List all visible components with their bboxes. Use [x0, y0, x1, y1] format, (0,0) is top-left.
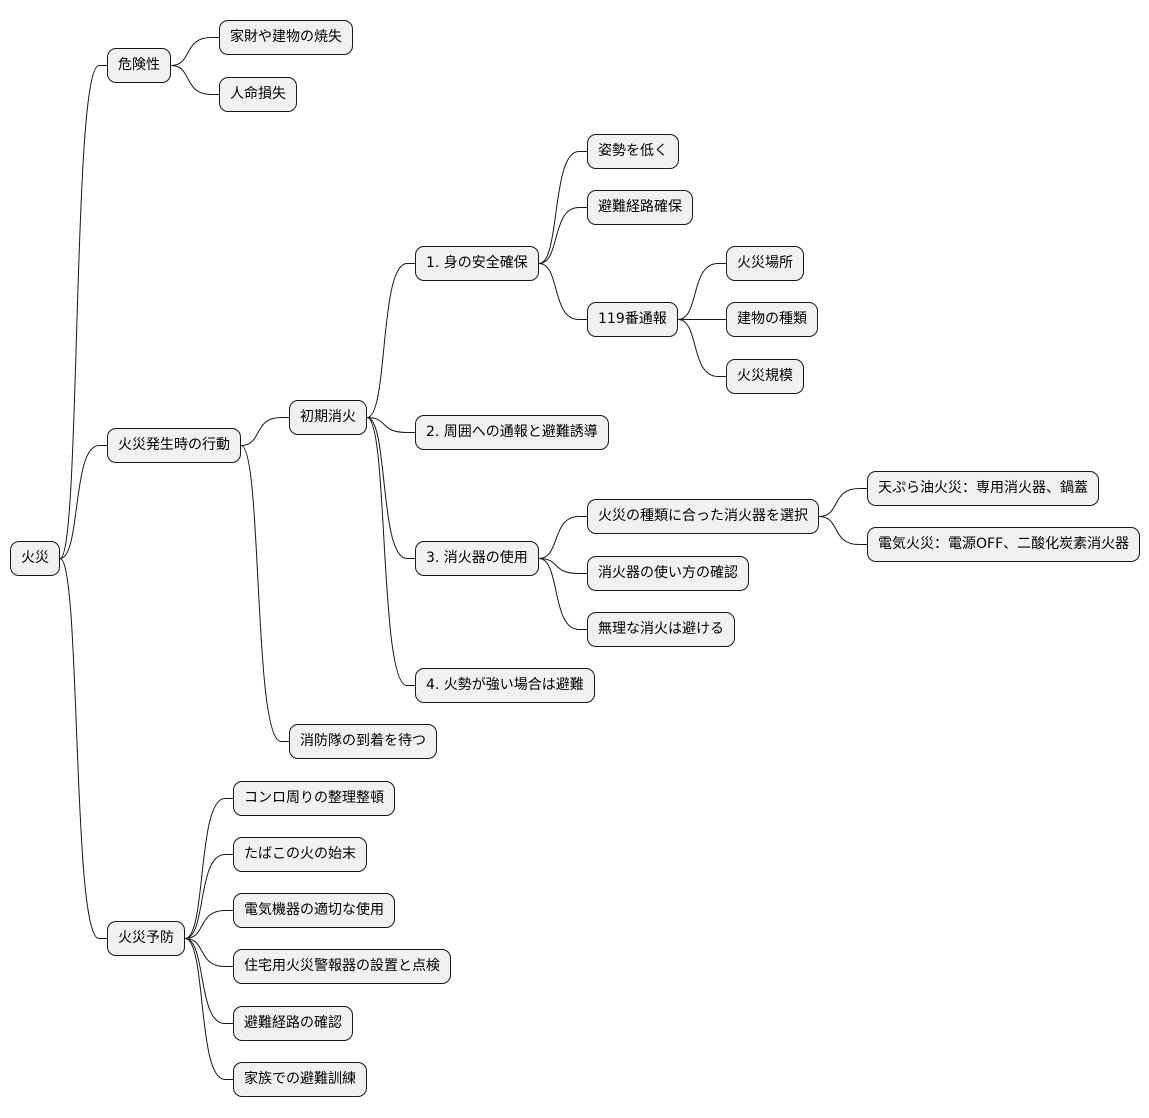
connector-line: [59, 65, 107, 559]
node-initial-extinguish: 初期消火: [289, 400, 367, 435]
connector-line: [538, 207, 587, 264]
connector-line: [366, 417, 415, 433]
node-extinguisher-use: 3. 消火器の使用: [415, 541, 539, 576]
node-prevention: 火災予防: [107, 921, 185, 956]
connector-line: [538, 558, 587, 630]
node-call-fire-scale: 火災規模: [726, 359, 804, 394]
node-wait-firefighters: 消防隊の到着を待つ: [289, 724, 437, 759]
connector-line: [59, 445, 107, 559]
connector-line: [184, 938, 233, 967]
connector-line: [677, 263, 726, 320]
connector-line: [184, 938, 233, 1024]
connector-line: [677, 319, 726, 377]
node-safety: 1. 身の安全確保: [415, 246, 539, 281]
node-call-location: 火災場所: [726, 246, 804, 281]
node-avoid-overreach: 無理な消火は避ける: [587, 612, 735, 647]
connector-line: [184, 854, 233, 939]
node-evacuate-strong-fire: 4. 火勢が強い場合は避難: [415, 668, 595, 703]
node-call-119: 119番通報: [587, 302, 678, 337]
connector-line: [184, 938, 233, 1080]
connector-line: [538, 516, 587, 559]
connector-line: [240, 445, 289, 742]
node-prevention-alarm: 住宅用火災警報器の設置と点検: [233, 949, 451, 984]
connector-line: [59, 558, 107, 939]
node-safety-low-posture: 姿勢を低く: [587, 134, 679, 169]
connector-line: [184, 910, 233, 939]
connector-line: [184, 798, 233, 939]
connector-line: [818, 516, 867, 545]
connector-line: [538, 263, 587, 320]
node-electric-fire: 電気火災：電源OFF、二酸化炭素消火器: [867, 527, 1141, 562]
connector-line: [538, 151, 587, 264]
node-danger-property-loss: 家財や建物の焼失: [219, 20, 353, 55]
node-prevention-electric: 電気機器の適切な使用: [233, 893, 395, 928]
connector-line: [170, 65, 219, 95]
connector-line: [170, 37, 219, 66]
node-oil-fire: 天ぷら油火災：専用消火器、鍋蓋: [867, 471, 1099, 506]
node-safety-escape-route: 避難経路確保: [587, 190, 693, 225]
node-call-building-type: 建物の種類: [726, 302, 818, 337]
connector-line: [366, 417, 415, 686]
node-prevention-drill: 家族での避難訓練: [233, 1062, 367, 1097]
node-select-extinguisher: 火災の種類に合った消火器を選択: [587, 499, 819, 534]
node-danger-life-loss: 人命損失: [219, 77, 297, 112]
connector-line: [240, 417, 289, 446]
node-danger: 危険性: [107, 48, 171, 83]
node-prevention-route-check: 避難経路の確認: [233, 1006, 353, 1041]
connector-line: [366, 263, 415, 418]
node-check-usage: 消火器の使い方の確認: [587, 556, 749, 591]
node-prevention-cigarette: たばこの火の始末: [233, 837, 367, 872]
node-response: 火災発生時の行動: [107, 428, 241, 463]
connector-line: [538, 558, 587, 574]
connector-line: [818, 488, 867, 517]
node-notify-evacuate: 2. 周囲への通報と避難誘導: [415, 415, 609, 450]
connector-line: [366, 417, 415, 559]
node-prevention-stove: コンロ周りの整理整頓: [233, 781, 395, 816]
node-root-fire: 火災: [10, 541, 60, 576]
